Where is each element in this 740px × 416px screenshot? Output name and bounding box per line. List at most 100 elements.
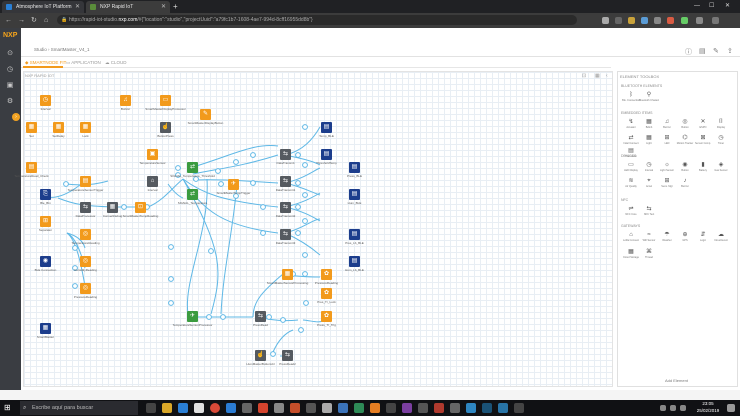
- app-icon[interactable]: [514, 403, 524, 413]
- app-icon[interactable]: [354, 403, 364, 413]
- node-pressure-reading-2[interactable]: ✿PressureReading: [315, 269, 338, 285]
- tab-cloud[interactable]: ☁ CLOUD: [105, 60, 127, 65]
- toolbox-item[interactable]: ⌷Display: [716, 119, 726, 129]
- app-icon[interactable]: [322, 403, 332, 413]
- extension-icon[interactable]: [681, 17, 688, 24]
- toolbox-item[interactable]: ✕ESPO: [699, 119, 707, 129]
- node-hum-ble[interactable]: ▤Hum_BLE: [348, 189, 361, 205]
- tab-smartnode[interactable]: ◆ SMARTNODE FIT: [25, 60, 67, 65]
- toolbox-item[interactable]: ⌂LoRa Connect: [623, 232, 639, 242]
- app-icon[interactable]: [434, 403, 444, 413]
- node-data-transmit[interactable]: ⇆DataTransmit: [277, 149, 294, 165]
- sidebar-settings-icon[interactable]: ⚙: [6, 98, 14, 105]
- node-temperature-sensor[interactable]: ▣TemperatureSensor: [139, 149, 166, 165]
- tray-icon[interactable]: [660, 405, 666, 411]
- toolbox-item[interactable]: ◉Button: [681, 162, 689, 172]
- back-icon[interactable]: ←: [5, 17, 12, 24]
- sidebar-home-icon[interactable]: ⊙: [7, 50, 13, 57]
- node-display-processor[interactable]: ▭SmartMasterDisplayProcessor: [145, 95, 186, 111]
- node-data-transmit-1[interactable]: ⇆DataTransmit1: [276, 176, 295, 192]
- menu-icon[interactable]: [712, 17, 719, 24]
- node-pres-tr-lock[interactable]: ✿Pres_Tr_Lock: [317, 288, 336, 304]
- edge-icon[interactable]: [178, 403, 188, 413]
- toolbox-item[interactable]: ⊞Sens. Mgr: [661, 178, 673, 188]
- toolbox-item[interactable]: ◷Timer: [717, 135, 725, 145]
- toolbox-item[interactable]: ◈Gas Sensor: [714, 162, 728, 172]
- cast-icon[interactable]: [602, 17, 609, 24]
- app-icon[interactable]: [498, 403, 508, 413]
- node-hum-master-button[interactable]: ☝HumMasterButtonLbl: [246, 350, 275, 366]
- breadcrumb[interactable]: Studio › SmartMaster_V4_1: [34, 47, 90, 52]
- node-threshold-temp[interactable]: ▤ThresholdTemp: [316, 149, 337, 165]
- node-set[interactable]: ▦Set: [26, 122, 37, 138]
- app-icon[interactable]: [466, 403, 476, 413]
- toolbox-item[interactable]: ♪Buzzer: [681, 178, 689, 188]
- node-ble-connection[interactable]: ◉BLE Connection: [35, 256, 56, 272]
- app-icon[interactable]: [258, 403, 268, 413]
- toolbox-item[interactable]: ⇆NFC Text: [643, 206, 655, 216]
- toolbox-item[interactable]: ☁Cloud Event: [714, 232, 728, 242]
- new-tab-button[interactable]: +: [173, 2, 178, 11]
- node-press-read-2[interactable]: ⇆PressRead2: [279, 350, 296, 366]
- toolbox-item[interactable]: ≈Wifi Sensor: [642, 232, 656, 242]
- taskbar-clock[interactable]: 23:05 25/02/2019: [693, 400, 723, 414]
- app-icon[interactable]: [290, 403, 300, 413]
- toolbox-item[interactable]: ⊕GPS: [682, 232, 688, 242]
- toolbox-item[interactable]: ▭LED Display: [624, 162, 638, 172]
- tab-application[interactable]: ▭ APPLICATION: [66, 60, 101, 65]
- app-icon[interactable]: [226, 403, 236, 413]
- node-temp-sensor-processor[interactable]: ✈TemperatureSensorProcessor: [173, 311, 212, 327]
- chrome-icon[interactable]: [210, 403, 220, 413]
- node-temp-ble[interactable]: ▤Temp_BLE: [319, 122, 334, 138]
- node-separator[interactable]: ⊞Separator: [39, 216, 52, 232]
- app-icon[interactable]: [338, 403, 348, 413]
- design-canvas[interactable]: [23, 71, 613, 387]
- node-press-ble[interactable]: ▤Press_BLE: [347, 162, 362, 178]
- app-icon[interactable]: [242, 403, 252, 413]
- taskbar-search[interactable]: ⌕Escribe aquí para buscar: [20, 401, 138, 415]
- extension-icon[interactable]: [667, 17, 674, 24]
- forward-icon[interactable]: →: [18, 17, 25, 24]
- node-press-tr-trig[interactable]: ✿Press_Tr_Trig: [317, 311, 336, 327]
- expand-sidebar-icon[interactable]: ›: [12, 113, 20, 121]
- node-data-processor[interactable]: ⇆DataProcessor: [76, 202, 95, 218]
- info-icon[interactable]: ⓘ: [685, 49, 692, 56]
- toolbox-item[interactable]: ↯Actuator: [626, 119, 636, 129]
- maximize-button[interactable]: ☐: [709, 3, 715, 9]
- app-icon[interactable]: [386, 403, 396, 413]
- close-tab-icon[interactable]: ✕: [160, 4, 166, 10]
- node-lock[interactable]: ▦Lock: [80, 122, 91, 138]
- toolbox-item[interactable]: ☼Light Sensor: [659, 162, 675, 172]
- reload-icon[interactable]: ↻: [31, 17, 37, 24]
- network-icon[interactable]: [670, 405, 676, 411]
- app-icon[interactable]: [370, 403, 380, 413]
- collapse-icon[interactable]: ‹: [606, 73, 608, 79]
- toolbox-item[interactable]: ◎Button: [681, 119, 689, 129]
- toolbox-item[interactable]: ⇌NFC Core: [625, 206, 637, 216]
- extension-icon[interactable]: [654, 17, 661, 24]
- sidebar-clock-icon[interactable]: ◷: [6, 66, 14, 73]
- task-view-icon[interactable]: [146, 403, 156, 413]
- node-temp-sensor-trigger[interactable]: ▤TemperatureSensorTrigger: [68, 176, 103, 192]
- node-press-read[interactable]: ⇆PressRead: [253, 311, 268, 327]
- node-pres-lb-ble[interactable]: ▤Pres_Lb_BLE: [345, 229, 364, 245]
- store-icon[interactable]: [194, 403, 204, 413]
- node-pressure-reading[interactable]: ◎PressureReading: [74, 283, 97, 299]
- minimize-button[interactable]: —: [694, 3, 700, 9]
- node-interval[interactable]: ◷Interval: [40, 95, 51, 111]
- node-hum-lb-ble[interactable]: ▤Hum_Lb_BLE: [345, 256, 364, 272]
- node-temperature-read-check[interactable]: ▤TemperatureRead_Check: [14, 162, 49, 178]
- add-element-button[interactable]: Add Element: [665, 378, 688, 383]
- app-icon[interactable]: [274, 403, 284, 413]
- node-signal-temperature[interactable]: ⇄SIGNAL_Temperature: [178, 189, 207, 205]
- close-window-button[interactable]: ✕: [725, 3, 731, 9]
- wrench-icon[interactable]: ✎: [713, 48, 719, 55]
- toolbox-item[interactable]: ▦Cloud Storage: [623, 249, 639, 259]
- node-button-press[interactable]: ☝ButtonPress: [157, 122, 174, 138]
- toolbox-item[interactable]: ⊠Sensor Comp.: [695, 135, 711, 145]
- app-icon[interactable]: [450, 403, 460, 413]
- toolbox-item[interactable]: ⌘Thread: [645, 249, 653, 259]
- node-interval-grey[interactable]: ⌂Interval: [147, 176, 158, 192]
- star-icon[interactable]: [615, 17, 622, 24]
